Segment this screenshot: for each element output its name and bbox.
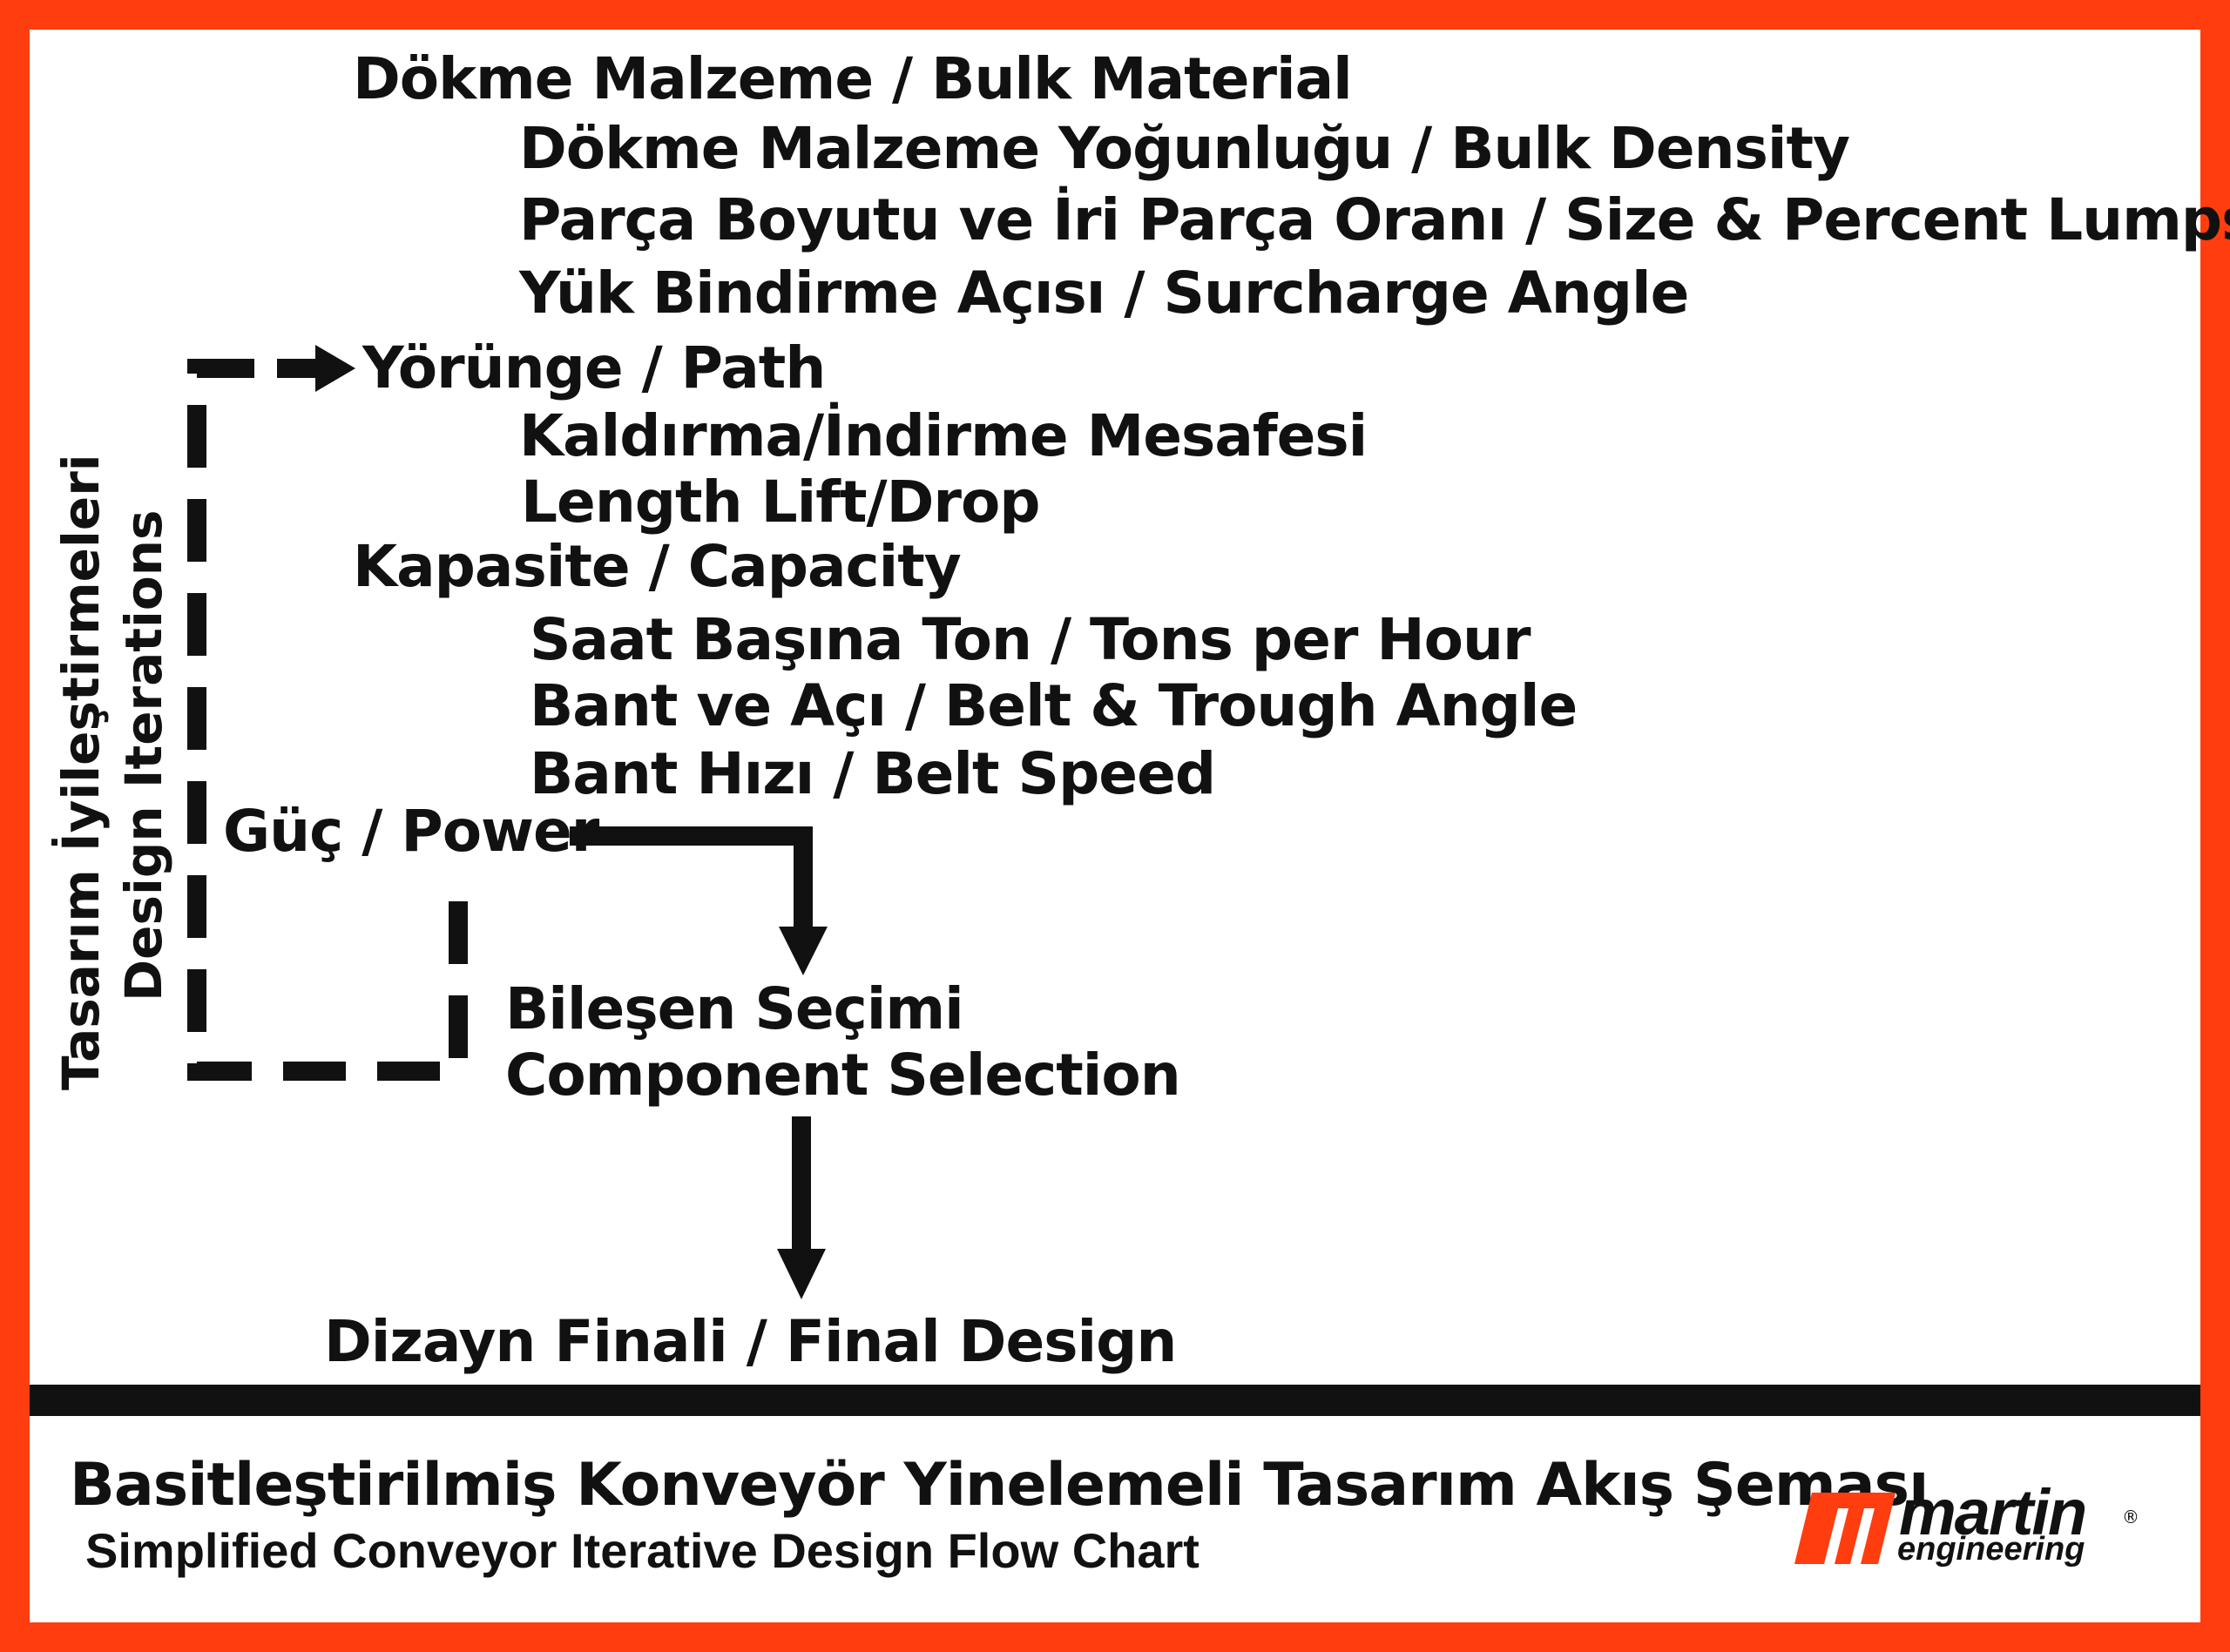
component-selection-en-label: Component Selection	[505, 1042, 1181, 1109]
logo-registered-mark: ®	[2122, 1507, 2139, 1527]
footer-title: Basitleştirilmiş Konveyör Yinelemeli Tas…	[70, 1451, 1929, 1520]
iteration-loop-dashed	[187, 359, 468, 1081]
footer-divider	[30, 1385, 2200, 1416]
capacity-label: Kapasite / Capacity	[353, 533, 962, 600]
power-to-component-arrow	[570, 826, 828, 975]
footer-subtitle: Simplified Conveyor Iterative Design Flo…	[85, 1523, 1199, 1578]
belt-trough-label: Bant ve Açı / Belt & Trough Angle	[530, 672, 1578, 739]
component-to-final-arrow	[777, 1116, 826, 1299]
lift-drop-tr-label: Kaldırma/İndirme Mesafesi	[519, 402, 1368, 469]
final-design-label: Dizayn Finali / Final Design	[324, 1308, 1177, 1375]
tons-per-hour-label: Saat Başına Ton / Tons per Hour	[530, 606, 1531, 673]
logo-wordmark: martin	[1899, 1476, 2087, 1548]
lift-drop-en-label: Length Lift/Drop	[521, 469, 1041, 536]
size-percent-lumps-label: Parça Boyutu ve İri Parça Oranı / Size &…	[519, 186, 2230, 253]
belt-speed-label: Bant Hızı / Belt Speed	[530, 740, 1216, 807]
martin-engineering-logo: martin engineering ®	[1786, 1476, 2143, 1568]
path-label: Yörünge / Path	[362, 334, 826, 401]
surcharge-angle-label: Yük Bindirme Açısı / Surcharge Angle	[519, 260, 1689, 327]
bulk-density-label: Dökme Malzeme Yoğunluğu / Bulk Density	[519, 115, 1850, 182]
logo-subtext: engineering	[1897, 1531, 2085, 1568]
logo-m-icon	[1794, 1493, 1896, 1564]
power-label: Güç / Power	[223, 798, 599, 865]
loop-to-path-arrow	[277, 345, 355, 392]
component-selection-tr-label: Bileşen Seçimi	[505, 975, 964, 1042]
diagram-frame	[30, 30, 2200, 1622]
bulk-material-label: Dökme Malzeme / Bulk Material	[353, 45, 1353, 112]
